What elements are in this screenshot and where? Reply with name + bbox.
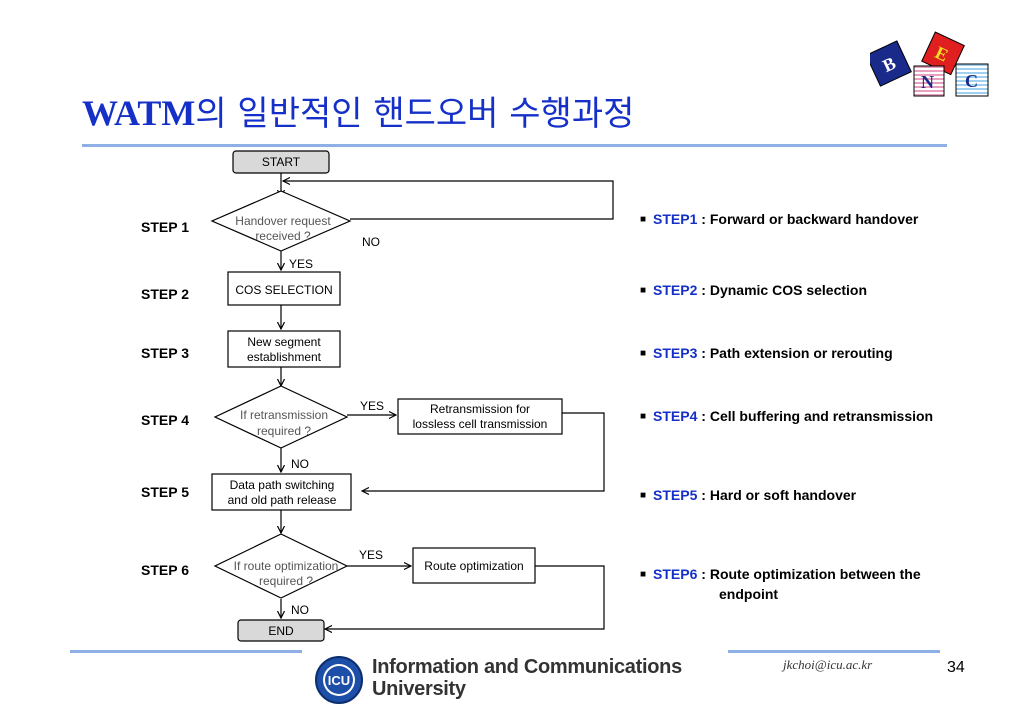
- data-path-switching-box: [211, 473, 352, 511]
- title-latin: WATM: [82, 93, 196, 133]
- note-step1-text: : Forward or backward handover: [697, 211, 919, 227]
- step-label-4: STEP 4: [141, 412, 189, 428]
- decision1-line2: received ?: [255, 229, 311, 243]
- decision4-yes-label: YES: [360, 399, 384, 413]
- benc-logo: B E N C: [870, 31, 989, 97]
- decision1-no-label: NO: [362, 235, 380, 249]
- note-step6-text: : Route optimization between the: [697, 566, 921, 582]
- note-step3: ■STEP3 : Path extension or rerouting: [640, 345, 893, 361]
- start-label: START: [262, 155, 301, 169]
- route-optimization-label: Route optimization: [424, 559, 523, 573]
- step-label-5: STEP 5: [141, 484, 189, 500]
- note-step3-text: : Path extension or rerouting: [697, 345, 893, 361]
- page-number: 34: [947, 659, 965, 676]
- note-step6-cont: endpoint: [719, 586, 779, 602]
- data-path-line1: Data path switching: [230, 478, 335, 492]
- footer-rule-left: [70, 650, 302, 653]
- step-label-2: STEP 2: [141, 286, 189, 302]
- title-korean: 의 일반적인 핸드오버 수행과정: [195, 94, 635, 134]
- retransmission-line1: Retransmission for: [430, 402, 530, 416]
- cos-selection-box: [227, 271, 341, 306]
- title-rule: [82, 144, 947, 147]
- note-step5-key: STEP5: [653, 487, 698, 503]
- note-step4-text: : Cell buffering and retransmission: [697, 408, 934, 424]
- decision-route-optimization: [213, 533, 349, 599]
- retransmission-line2: lossless cell transmission: [413, 417, 548, 431]
- note-step1-key: STEP1: [653, 211, 698, 227]
- institution-name: Information and Communications Universit…: [372, 656, 682, 700]
- decision1-yes-label: YES: [289, 257, 313, 271]
- icu-logo-text: ICU: [328, 673, 350, 688]
- note-step1: ■STEP1 : Forward or backward handover: [640, 211, 919, 227]
- note-step3-key: STEP3: [653, 345, 698, 361]
- decision-handover-request: [210, 190, 352, 252]
- institution-line2: University: [372, 678, 466, 700]
- note-step4-key: STEP4: [653, 408, 698, 424]
- start-terminal: [232, 150, 330, 174]
- edge-retrans-datapath: [362, 412, 605, 491]
- step-label-6: STEP 6: [141, 562, 189, 578]
- note-step4: ■STEP4 : Cell buffering and retransmissi…: [640, 408, 934, 424]
- new-segment-box: [227, 330, 341, 368]
- decision6-no-label: NO: [291, 603, 309, 617]
- edge-decision1-no-loop: [283, 181, 614, 220]
- cos-selection-label: COS SELECTION: [235, 283, 332, 297]
- note-step2-text: : Dynamic COS selection: [697, 282, 868, 298]
- logo-tile-c: [955, 63, 989, 97]
- decision6-yes-label: YES: [359, 548, 383, 562]
- decision4-line2: required ?: [257, 424, 311, 438]
- end-terminal: [237, 619, 325, 642]
- note-step2: ■STEP2 : Dynamic COS selection: [640, 282, 868, 298]
- decision-retransmission: [213, 385, 349, 449]
- retransmission-box: [397, 398, 563, 435]
- icu-logo: ICU: [315, 656, 363, 704]
- svg-text:C: C: [965, 71, 978, 91]
- new-segment-line1: New segment: [247, 335, 321, 349]
- note-step2-key: STEP2: [653, 282, 698, 298]
- footer-rule-right: [728, 650, 940, 653]
- end-label: END: [268, 624, 294, 638]
- data-path-line2: and old path release: [228, 493, 337, 507]
- note-step5: ■STEP5 : Hard or soft handover: [640, 487, 857, 503]
- institution-line1: Information and Communications: [372, 656, 682, 678]
- decision4-no-label: NO: [291, 457, 309, 471]
- svg-text:N: N: [921, 72, 934, 92]
- decision1-line1: Handover request: [235, 214, 331, 228]
- step-label-3: STEP 3: [141, 345, 189, 361]
- logo-tile-b: [870, 40, 912, 87]
- new-segment-line2: establishment: [247, 350, 322, 364]
- route-optimization-box: [412, 547, 536, 584]
- note-step6-key: STEP6: [653, 566, 698, 582]
- step-label-1: STEP 1: [141, 219, 189, 235]
- decision6-line2: required ?: [259, 574, 313, 588]
- edge-routeopt-end: [325, 565, 605, 629]
- logo-tile-n: [913, 65, 945, 97]
- decision4-line1: If retransmission: [240, 408, 328, 422]
- note-step5-text: : Hard or soft handover: [697, 487, 857, 503]
- decision6-line1: If route optimization: [234, 559, 339, 573]
- author-email: jkchoi@icu.ac.kr: [783, 657, 873, 672]
- page-title: WATM의 일반적인 핸드오버 수행과정: [82, 86, 634, 135]
